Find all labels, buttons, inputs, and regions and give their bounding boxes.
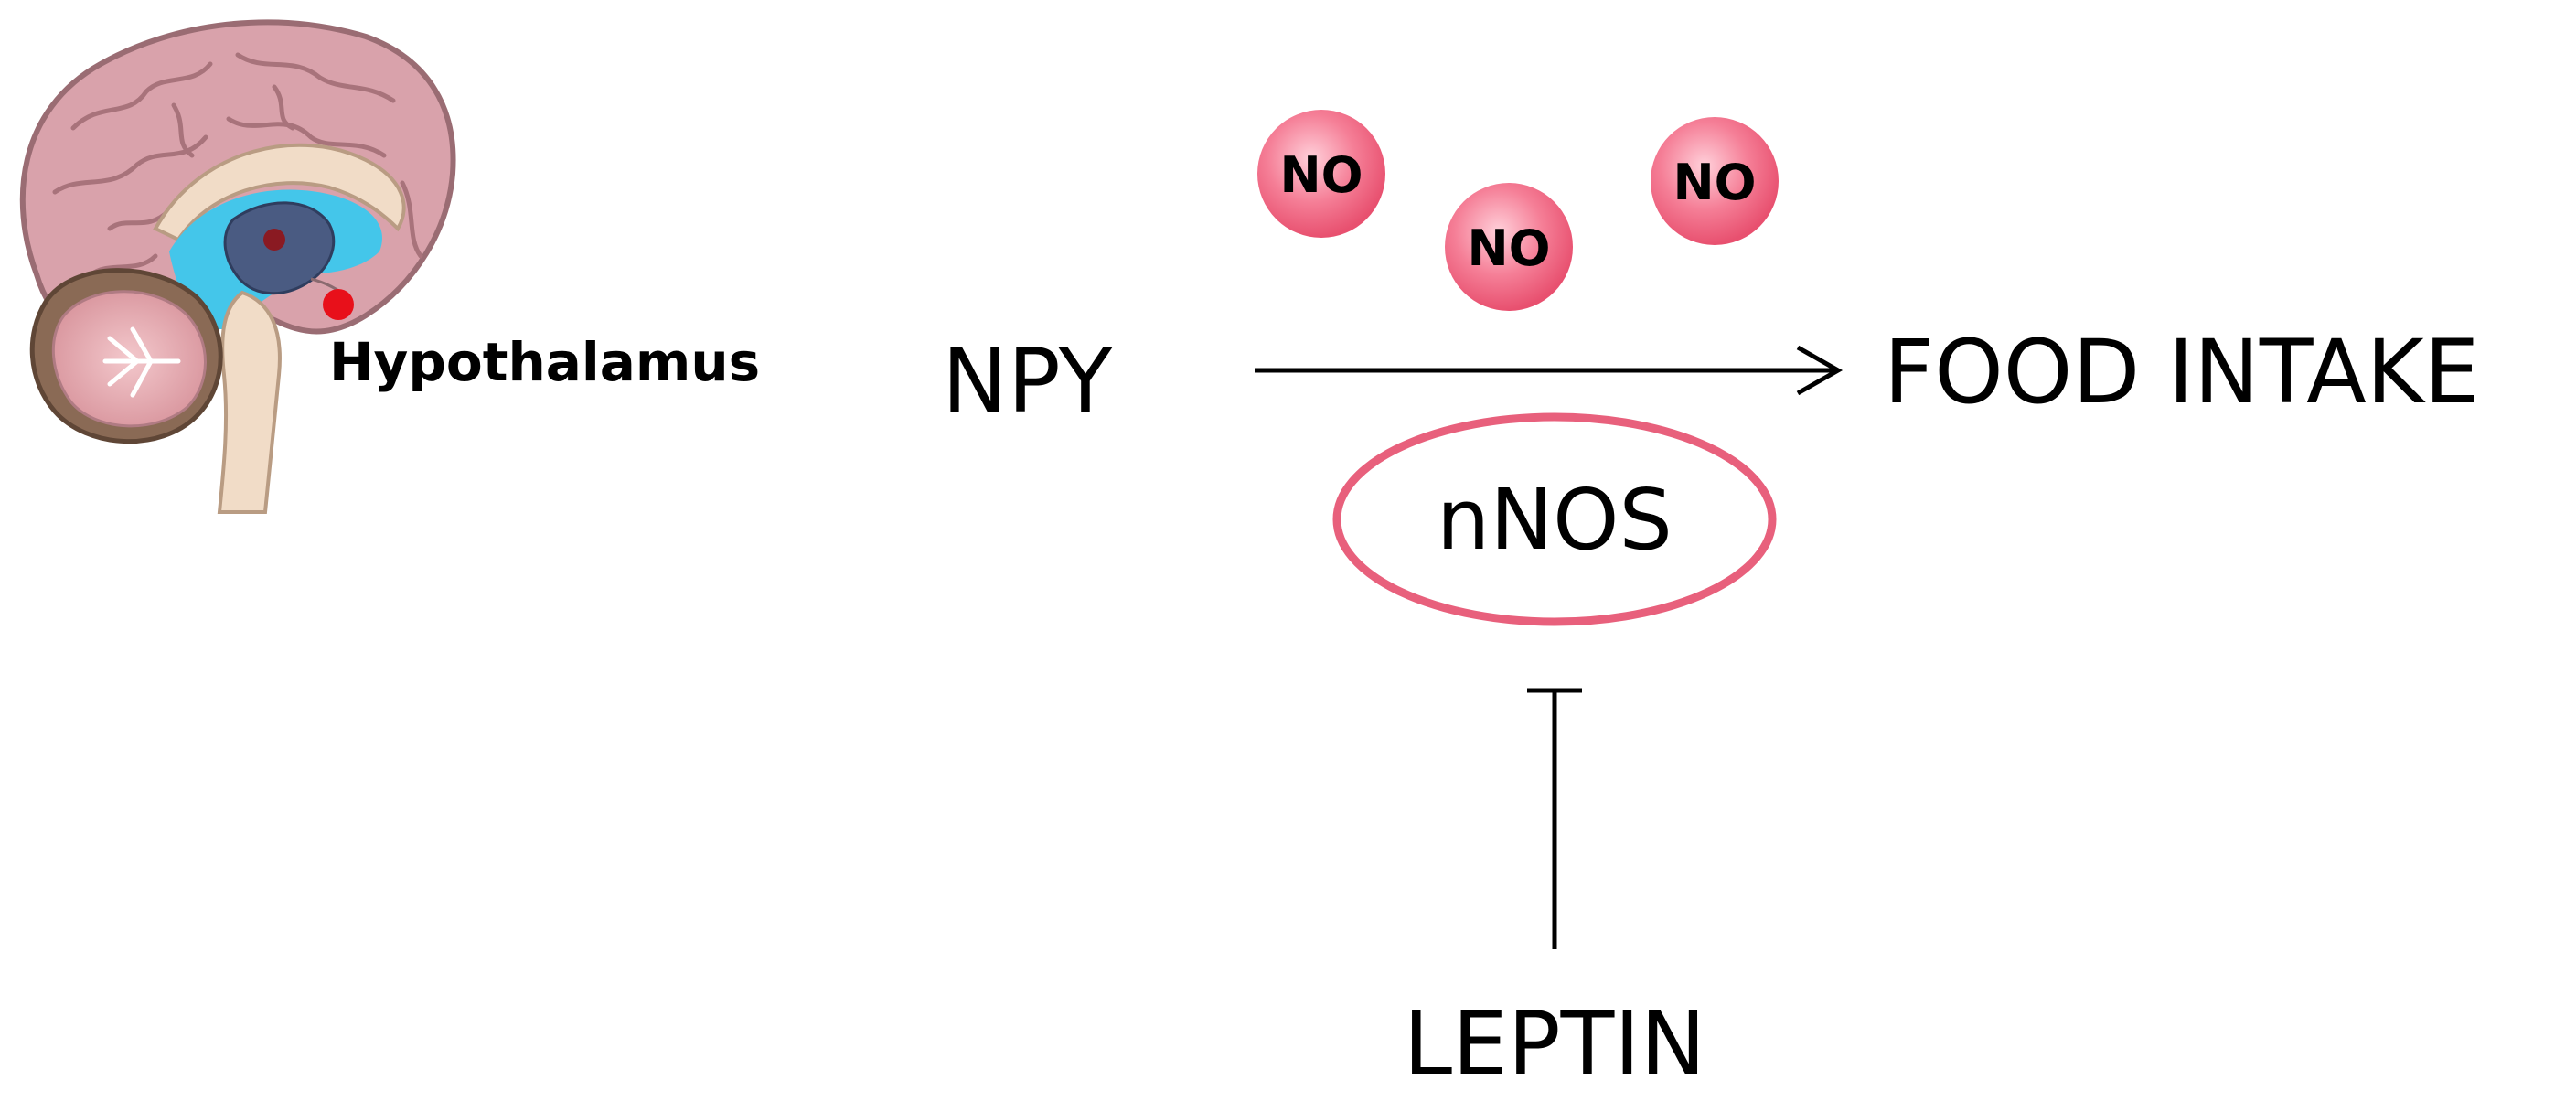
inhibition-line: [1527, 688, 1582, 949]
no-molecule-label: NO: [1467, 219, 1550, 277]
leptin-label: LEPTIN: [1404, 993, 1706, 1096]
npy-label: NPY: [942, 330, 1113, 433]
no-molecule-label: NO: [1673, 154, 1756, 211]
no-molecule: NO: [1257, 110, 1385, 238]
nnos-label: nNOS: [1437, 471, 1673, 569]
brain-illustration-icon: [19, 19, 456, 514]
brain-label: Hypothalamus: [329, 331, 760, 393]
food-intake-label: FOOD INTAKE: [1884, 321, 2479, 423]
activation-arrow: [1255, 345, 1844, 396]
no-molecule-label: NO: [1279, 146, 1363, 204]
nnos-node: nNOS: [1332, 412, 1777, 626]
no-molecule: NO: [1445, 183, 1573, 311]
no-molecule: NO: [1651, 117, 1779, 245]
